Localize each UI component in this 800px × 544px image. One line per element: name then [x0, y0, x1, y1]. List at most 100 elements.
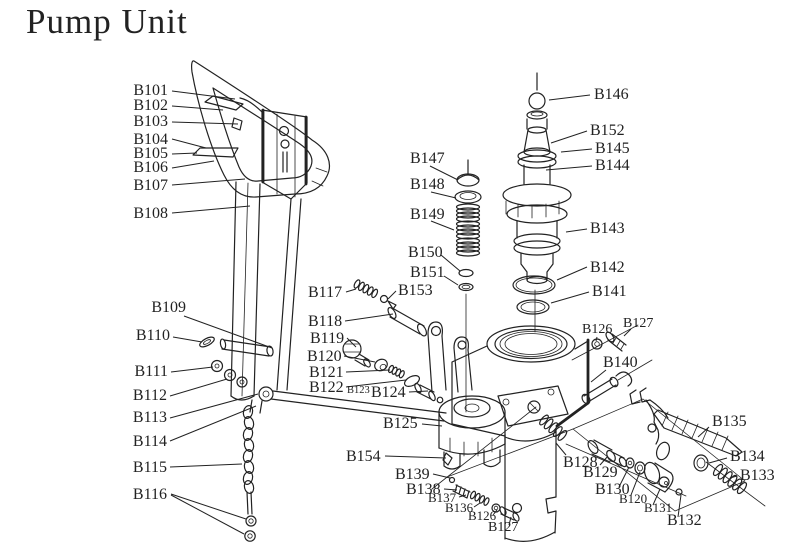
part-label-B109: B109	[151, 299, 186, 316]
leader-B151	[443, 275, 459, 286]
part-label-B110: B110	[136, 327, 170, 344]
leader-B130	[618, 466, 630, 488]
leader-B117	[345, 288, 357, 293]
part-label-B120: B120	[307, 348, 342, 365]
leader-B111	[170, 366, 214, 373]
part-label-B123: B123	[347, 385, 370, 396]
part-label-B121: B121	[309, 364, 344, 381]
leader-B138	[443, 488, 458, 491]
part-label-B149: B149	[410, 206, 445, 223]
leader-B107	[171, 178, 246, 186]
part-label-B126-bottom: B126	[468, 508, 497, 523]
part-label-B116: B116	[133, 486, 167, 503]
part-label-B113: B113	[133, 409, 167, 426]
part-label-B122: B122	[309, 379, 344, 396]
leader-B108	[171, 205, 251, 214]
lever-bar-drawing	[230, 181, 447, 422]
leader-B106	[171, 160, 215, 169]
right-valve-train-drawing	[539, 414, 766, 507]
leader-B110	[172, 336, 203, 343]
part-label-B111: B111	[135, 363, 168, 380]
leader-B126-bottom	[492, 509, 498, 516]
leader-B140	[590, 369, 607, 383]
part-label-B147: B147	[410, 150, 445, 167]
leader-B102	[171, 105, 224, 111]
part-label-B129: B129	[583, 464, 618, 481]
spring-column-drawing	[454, 159, 482, 413]
part-label-B139: B139	[395, 466, 430, 483]
plunger-stack-drawing	[502, 72, 572, 333]
latch-lever-dart-drawing	[192, 95, 244, 158]
part-label-B124: B124	[371, 384, 406, 401]
part-label-B151: B151	[410, 264, 445, 281]
part-label-B105: B105	[133, 145, 168, 162]
leader-B104	[171, 138, 207, 149]
part-label-B134: B134	[730, 448, 765, 465]
chain-drawing	[242, 404, 257, 542]
leader-B136	[473, 502, 481, 508]
leader-B105	[171, 152, 198, 155]
leader-B122	[345, 379, 407, 388]
part-label-B143: B143	[590, 220, 625, 237]
leader-B131	[652, 488, 661, 506]
leader-B109	[183, 315, 273, 349]
part-label-B137: B137	[428, 490, 457, 505]
leader-B152	[550, 130, 588, 144]
leader-B112	[169, 378, 228, 397]
pedal-drawing	[629, 387, 743, 461]
leader-B139	[432, 473, 451, 479]
leader-B137	[458, 494, 467, 498]
part-label-B126-top: B126	[582, 322, 612, 337]
leader-B133	[729, 475, 738, 479]
leader-B144	[545, 165, 593, 171]
part-label-B130: B130	[595, 481, 630, 498]
leader-B146	[548, 94, 591, 101]
leader-B153	[387, 290, 397, 300]
leader-B129	[599, 455, 609, 466]
leader-B147	[429, 165, 459, 181]
pump-body-drawing	[427, 321, 590, 542]
leader-B116-1	[170, 494, 245, 535]
part-label-B142: B142	[590, 259, 625, 276]
leader-B101	[171, 90, 236, 100]
leader-B114	[169, 405, 257, 442]
part-label-B118: B118	[308, 313, 342, 330]
part-label-B125: B125	[383, 415, 418, 432]
top-right-valve-drawing	[571, 324, 653, 405]
leader-B141	[550, 291, 590, 304]
relief-screw-parts-drawing	[431, 406, 537, 522]
part-label-B128: B128	[563, 454, 598, 471]
part-label-B136: B136	[445, 500, 474, 515]
part-label-B102: B102	[133, 97, 168, 114]
leader-B116	[170, 493, 247, 520]
leader-B128	[555, 442, 567, 456]
leader-B134	[708, 457, 728, 464]
leader-B120	[343, 355, 376, 363]
part-labels: B101B102B103B104B105B106B107B108B109B110…	[133, 82, 775, 535]
leader-B125	[421, 423, 443, 427]
part-label-B112: B112	[133, 387, 167, 404]
part-label-B135: B135	[712, 413, 747, 430]
leader-B120-pedal	[630, 471, 641, 496]
leader-B103	[171, 121, 239, 125]
part-label-B152: B152	[590, 122, 625, 139]
leader-B115	[169, 463, 243, 468]
part-label-B148: B148	[410, 176, 445, 193]
part-label-B146: B146	[594, 86, 629, 103]
part-label-B144: B144	[595, 157, 630, 174]
leader-B132	[677, 494, 682, 518]
part-label-B127-bottom: B127	[488, 520, 518, 535]
part-label-B101: B101	[133, 82, 168, 99]
handle-loop-drawing	[191, 60, 331, 198]
part-label-B154: B154	[346, 448, 381, 465]
leader-B154	[384, 455, 447, 459]
handle-housing-drawing	[192, 95, 308, 200]
leader-B149	[430, 220, 455, 231]
page-title: Pump Unit	[26, 2, 188, 41]
leader-B121	[345, 369, 391, 373]
part-label-B119: B119	[310, 330, 344, 347]
part-label-B103: B103	[133, 113, 168, 130]
leader-B127-top	[623, 328, 632, 337]
